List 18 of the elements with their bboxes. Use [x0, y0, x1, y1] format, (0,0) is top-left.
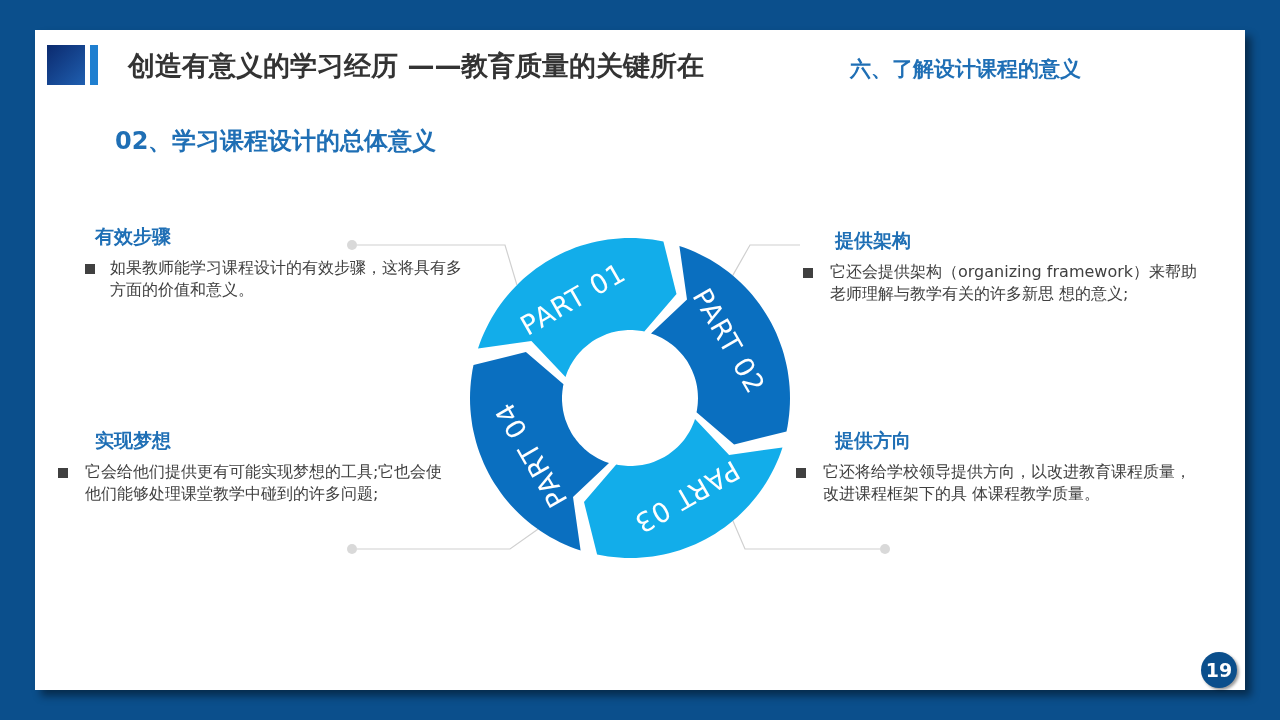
- body-text: 它还会提供架构（organizing framework）来帮助老师理解与教学有关的许多新思 想的意义;: [830, 261, 1199, 305]
- section-heading: 提供方向: [835, 428, 911, 453]
- dot-marker: [880, 544, 890, 554]
- slide-title: 创造有意义的学习经历 ——教育质量的关键所在: [128, 49, 705, 83]
- section-heading: 提供架构: [835, 228, 911, 253]
- section-heading: 有效步骤: [95, 224, 171, 249]
- leader-line: [356, 528, 539, 550]
- leader-line: [356, 244, 518, 286]
- leader-line: [732, 520, 881, 550]
- section-heading: 实现梦想: [95, 428, 171, 453]
- leader-line: [732, 244, 801, 276]
- subtitle: 02、学习课程设计的总体意义: [115, 126, 437, 157]
- body-text: 它还将给学校领导提供方向，以改进教育课程质量，改进课程框架下的具 体课程教学质量。: [823, 461, 1192, 505]
- dot-marker: [347, 240, 357, 250]
- body-text: 如果教师能学习课程设计的有效步骤，这将具有多方面的价值和意义。: [110, 257, 463, 301]
- body-text: 它会给他们提供更有可能实现梦想的工具;它也会使他们能够处理课堂教学中碰到的许多问题;: [85, 461, 444, 505]
- dot-marker: [347, 544, 357, 554]
- section-title: 六、了解设计课程的意义: [850, 56, 1081, 83]
